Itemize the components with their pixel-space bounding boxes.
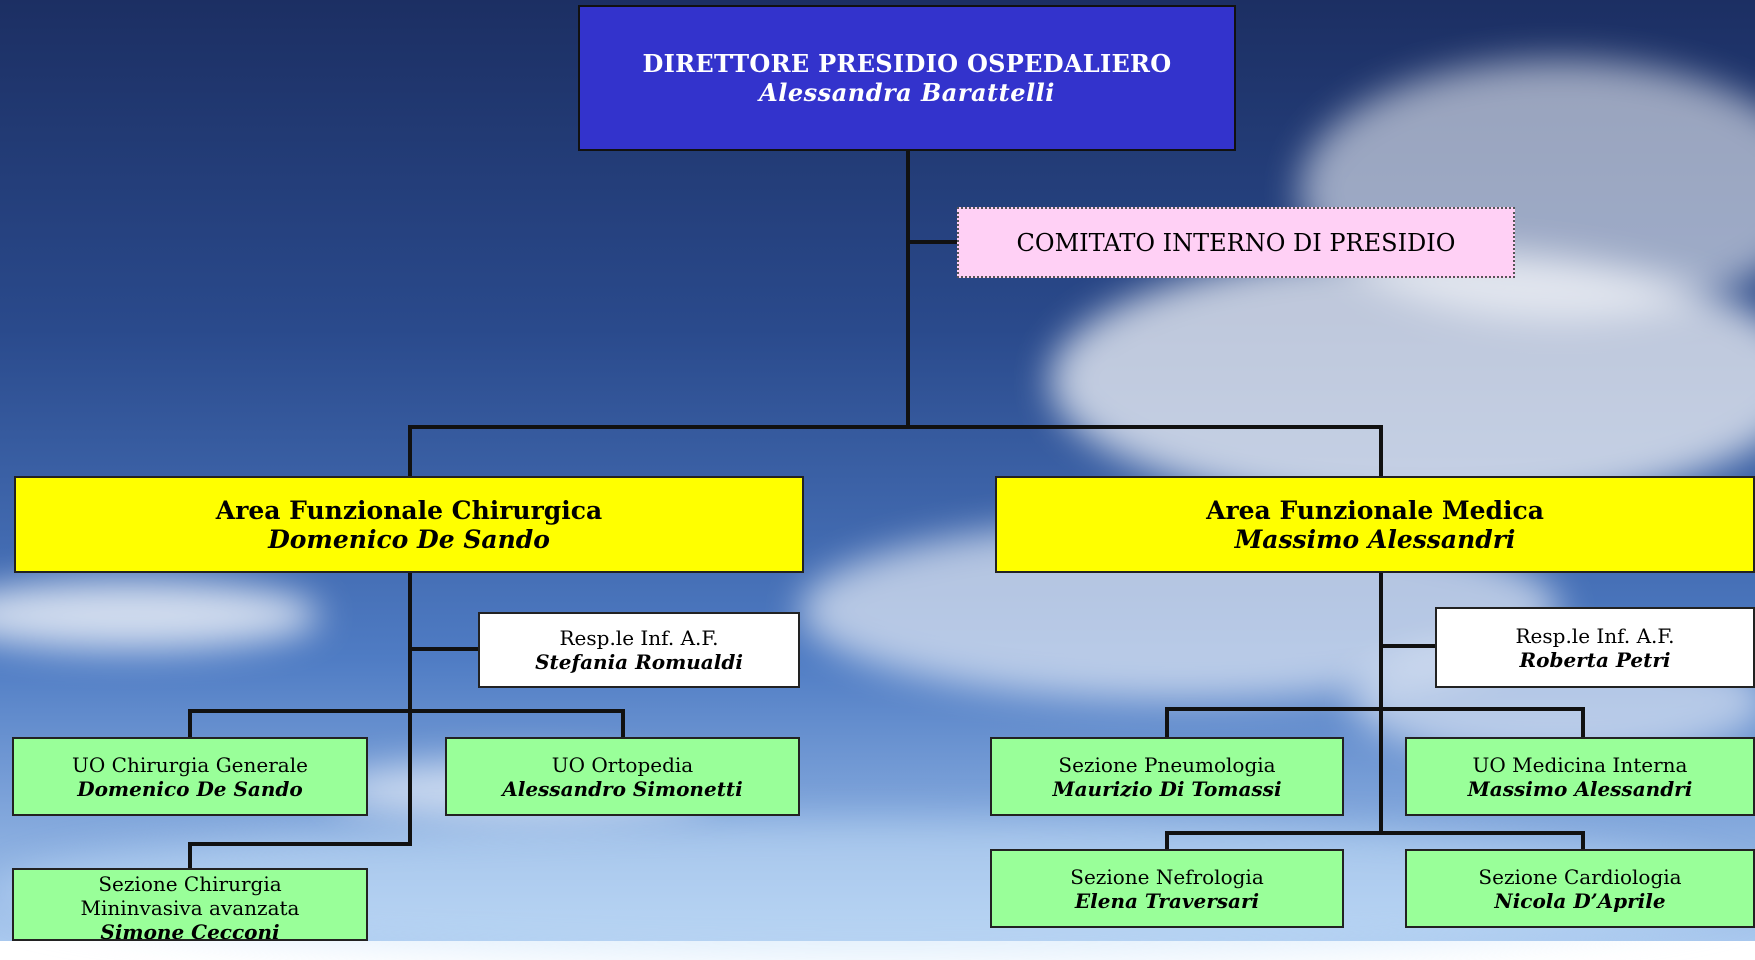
resp-surgical-role: Resp.le Inf. A.F. [559, 626, 719, 650]
unit-title: Sezione Nefrologia [1070, 864, 1264, 889]
connector-area-medical [1379, 425, 1383, 478]
unit-title: Sezione Pneumologia [1058, 752, 1276, 777]
director-title: DIRETTORE PRESIDIO OSPEDALIERO [642, 49, 1172, 78]
resp-medical-box: Resp.le Inf. A.F. Roberta Petri [1435, 607, 1755, 688]
unit-name: Nicola D’Aprile [1494, 888, 1666, 913]
unit-nefrologia: Sezione Nefrologia Elena Traversari [990, 849, 1344, 928]
unit-pneumologia: Sezione Pneumologia Maurizio Di Tomassi [990, 737, 1344, 816]
area-surgical-title: Area Funzionale Chirurgica [215, 495, 603, 525]
connector-surgical-unit2 [621, 709, 625, 739]
connector-medical-resp [1379, 644, 1437, 648]
unit-name: Alessandro Simonetti [502, 776, 743, 801]
connector-surgical-trunk [408, 571, 412, 846]
unit-title: UO Ortopedia [551, 752, 694, 777]
connector-area-surgical [408, 425, 412, 478]
area-medical-box: Area Funzionale Medica Massimo Alessandr… [995, 476, 1755, 573]
unit-title-line2: Mininvasiva avanzata [80, 896, 300, 920]
connector-medical-unit1 [1165, 707, 1169, 739]
unit-title: UO Chirurgia Generale [72, 752, 308, 777]
connector-areas-bar [408, 425, 1383, 429]
connector-surgical-unit3 [188, 842, 192, 870]
connector-medical-units-bar1 [1165, 707, 1585, 711]
unit-chirurgia-mininvasiva: Sezione Chirurgia Mininvasiva avanzata S… [12, 868, 368, 944]
resp-surgical-box: Resp.le Inf. A.F. Stefania Romualdi [478, 612, 800, 688]
area-surgical-box: Area Funzionale Chirurgica Domenico De S… [14, 476, 804, 573]
area-medical-title: Area Funzionale Medica [1206, 495, 1544, 525]
resp-medical-name: Roberta Petri [1519, 647, 1671, 672]
connector-medical-unit4 [1581, 831, 1585, 851]
unit-name: Massimo Alessandri [1467, 776, 1693, 801]
unit-name: Elena Traversari [1074, 888, 1260, 913]
committee-box: COMITATO INTERNO DI PRESIDIO [957, 207, 1515, 278]
unit-cardiologia: Sezione Cardiologia Nicola D’Aprile [1405, 849, 1755, 928]
connector-surgical-units-bar [188, 709, 625, 713]
area-surgical-name: Domenico De Sando [268, 524, 550, 554]
connector-surgical-unit3-bar [188, 842, 412, 846]
unit-name: Domenico De Sando [77, 776, 303, 801]
connector-medical-unit2 [1581, 707, 1585, 739]
resp-medical-role: Resp.le Inf. A.F. [1515, 623, 1675, 648]
connector-medical-units-bar2 [1165, 831, 1585, 835]
unit-ortopedia: UO Ortopedia Alessandro Simonetti [445, 737, 800, 816]
unit-title: UO Medicina Interna [1472, 752, 1688, 777]
connector-medical-trunk [1379, 571, 1383, 835]
area-medical-name: Massimo Alessandri [1234, 524, 1516, 554]
director-name: Alessandra Barattelli [759, 78, 1055, 107]
unit-chirurgia-generale: UO Chirurgia Generale Domenico De Sando [12, 737, 368, 816]
director-box: DIRETTORE PRESIDIO OSPEDALIERO Alessandr… [578, 5, 1236, 151]
unit-medicina-interna: UO Medicina Interna Massimo Alessandri [1405, 737, 1755, 816]
resp-surgical-name: Stefania Romualdi [535, 650, 743, 674]
connector-committee [906, 240, 958, 244]
unit-name: Simone Cecconi [100, 920, 280, 944]
connector-medical-unit3 [1165, 831, 1169, 851]
connector-surgical-resp [408, 647, 480, 651]
unit-name: Maurizio Di Tomassi [1052, 776, 1282, 801]
unit-title-line1: Sezione Chirurgia [98, 872, 282, 896]
connector-director-trunk [906, 150, 910, 429]
committee-label: COMITATO INTERNO DI PRESIDIO [1016, 228, 1456, 257]
unit-title: Sezione Cardiologia [1478, 864, 1682, 889]
connector-surgical-unit1 [188, 709, 192, 739]
